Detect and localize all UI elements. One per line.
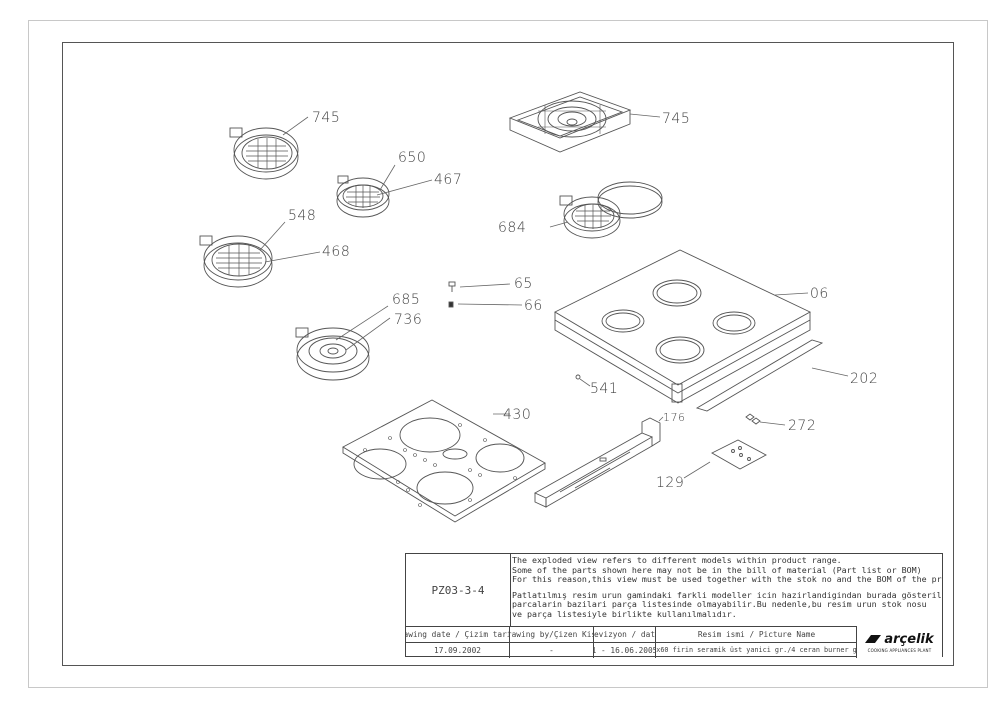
- value-picture-name: 50x60 firin seramik üst yanici gr./4 cer…: [656, 642, 858, 658]
- exploded-view-notes: The exploded view refers to different mo…: [512, 556, 942, 620]
- note-tr-3: ve parça listesiyle birlikte kullanılmal…: [512, 608, 737, 619]
- note-en-1: The exploded view refers to different mo…: [512, 556, 842, 565]
- callout-65: 65: [514, 276, 533, 292]
- callout-272: 272: [788, 418, 816, 434]
- logo-tagline: COOKING APPLIANCES PLANT: [867, 647, 932, 653]
- callout-468: 468: [322, 244, 350, 260]
- value-drawing-date: 17.09.2002: [406, 642, 510, 658]
- screw-541: [575, 374, 581, 380]
- callout-06: 06: [810, 286, 829, 302]
- callout-745-left: 745: [312, 110, 340, 126]
- callout-129: 129: [656, 475, 684, 491]
- note-en-3: For this reason,this view must be used t…: [512, 574, 942, 585]
- callout-541: 541: [590, 381, 618, 397]
- note-tr-2: parcalarin bazilari parça listesinde olm…: [512, 599, 927, 610]
- header-picture-name: Resim ismi / Picture Name: [656, 626, 858, 642]
- bracket-176: [534, 417, 661, 508]
- brand-logo: arçelik COOKING APPLIANCES PLANT: [856, 626, 942, 658]
- ceramic-hob-06: [554, 249, 811, 404]
- callout-736: 736: [394, 312, 422, 328]
- title-block: PZ03-3-4 The exploded view refers to dif…: [405, 553, 943, 658]
- callout-650: 650: [398, 150, 426, 166]
- header-drawing-by: Drawing by/Çizen Kişi: [510, 626, 594, 642]
- drawing-code: PZ03-3-4: [406, 554, 511, 626]
- screw-65: [448, 281, 456, 292]
- header-drawing-date: Drawing date / Çizim tarihi: [406, 626, 510, 642]
- callout-685: 685: [392, 292, 420, 308]
- nut-66: [448, 301, 454, 308]
- value-revision: 1 - 16.06.2005: [594, 642, 656, 658]
- header-revision: Revizyon / date: [594, 626, 656, 642]
- strip-202: [695, 339, 824, 412]
- callout-202: 202: [850, 371, 878, 387]
- note-en-2: Some of the parts shown here may not be …: [512, 564, 922, 575]
- value-drawing-by: -: [510, 642, 594, 658]
- base-plate-430: [342, 399, 546, 523]
- arcelik-mark-icon: [865, 635, 882, 643]
- burner-684: [559, 181, 663, 239]
- burner-650: [336, 175, 390, 218]
- title-block-top: PZ03-3-4 The exploded view refers to dif…: [406, 554, 942, 627]
- logo-name: arçelik: [884, 631, 934, 647]
- bracket-129: [711, 439, 767, 470]
- note-tr-1: Patlatılmış resim urun gamindaki farkli …: [512, 589, 942, 600]
- burner-548: [199, 235, 273, 288]
- burner-745-left: [229, 127, 299, 180]
- callout-430: 430: [503, 407, 531, 423]
- page-border: [28, 20, 988, 688]
- callout-66: 66: [524, 298, 543, 314]
- callout-467: 467: [434, 172, 462, 188]
- callout-176: 176: [663, 411, 686, 424]
- tray-745: [508, 91, 632, 153]
- clip-272: [745, 413, 761, 425]
- burner-685: [295, 327, 370, 381]
- callout-548: 548: [288, 208, 316, 224]
- callout-745-right: 745: [662, 111, 690, 127]
- callout-684: 684: [498, 220, 526, 236]
- drawing-frame: [62, 42, 954, 666]
